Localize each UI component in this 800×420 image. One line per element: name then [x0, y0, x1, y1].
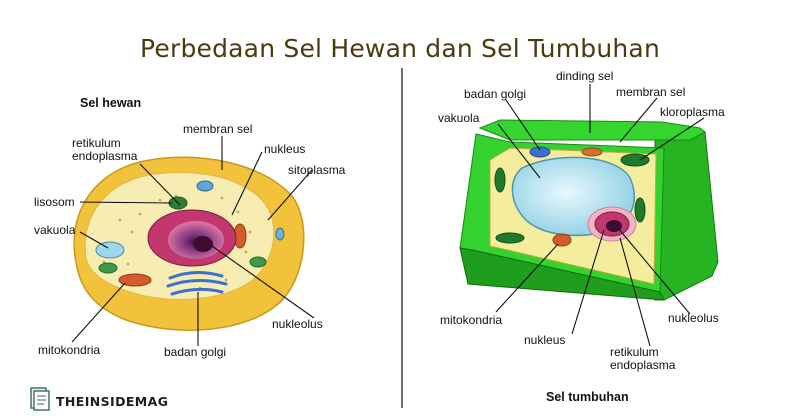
animal-badan-golgi	[166, 271, 228, 296]
plant-badan-golgi	[529, 146, 551, 158]
label-plant-kloroplasma: kloroplasma	[660, 105, 725, 119]
label-animal-lisosom: lisosom	[34, 195, 75, 209]
label-animal-nukleus: nukleus	[264, 142, 306, 156]
animal-mitokondria	[118, 273, 152, 287]
leader-lines	[71, 84, 705, 347]
animal-vakuola	[95, 241, 125, 259]
plant-kloroplasma-2	[495, 232, 525, 244]
label-animal-retikulum-endoplasma: retikulum endoplasma	[72, 136, 138, 163]
label-plant-membran-sel: membran sel	[616, 85, 686, 99]
label-animal-badan-golgi: badan golgi	[164, 345, 227, 359]
label-animal-membran-sel: membran sel	[183, 122, 253, 136]
page-title: Perbedaan Sel Hewan dan Sel Tumbuhan	[140, 34, 660, 63]
plant-cell-illustration	[459, 119, 719, 301]
label-animal-sitoplasma: sitoplasma	[288, 163, 346, 177]
plant-kloroplasma-4	[634, 197, 646, 223]
brand-watermark: THEINSIDEMAG	[30, 386, 169, 416]
plant-cell-heading: Sel tumbuhan	[546, 390, 629, 404]
plant-wall-lower	[459, 247, 665, 301]
plant-wall-top	[478, 119, 706, 141]
plant-mitokondria	[552, 233, 572, 247]
plant-kloroplasma	[620, 153, 650, 167]
label-plant-vakuola: vakuola	[438, 111, 480, 125]
plant-vesicle-orange	[581, 147, 603, 157]
plant-kloroplasma-3	[494, 167, 506, 193]
label-plant-dinding-sel: dinding sel	[556, 69, 614, 83]
animal-vesicle-green	[98, 262, 118, 274]
label-plant-mitokondria: mitokondria	[440, 313, 503, 327]
label-plant-retikulum-endoplasma: retikulum endoplasma	[610, 345, 676, 372]
label-plant-nukleolus: nukleolus	[668, 311, 719, 325]
animal-cell-heading: Sel hewan	[80, 96, 142, 110]
plant-nukleolus	[606, 220, 622, 232]
label-animal-mitokondria: mitokondria	[38, 343, 101, 357]
animal-cell-illustration	[73, 156, 305, 331]
animal-nukleolus	[193, 236, 213, 252]
center-divider	[401, 68, 403, 408]
animal-vesicle-green-2	[249, 256, 267, 268]
brand-name: THEINSIDEMAG	[56, 393, 169, 409]
label-animal-vakuola: vakuola	[34, 223, 76, 237]
label-animal-nukleolus: nukleolus	[272, 317, 323, 331]
document-icon	[30, 386, 50, 416]
label-plant-badan-golgi: badan golgi	[464, 87, 527, 101]
animal-small-blue	[275, 227, 285, 241]
plant-wall-right	[654, 129, 719, 301]
label-plant-nukleus: nukleus	[524, 333, 566, 347]
animal-vesicle-blue	[196, 180, 214, 192]
